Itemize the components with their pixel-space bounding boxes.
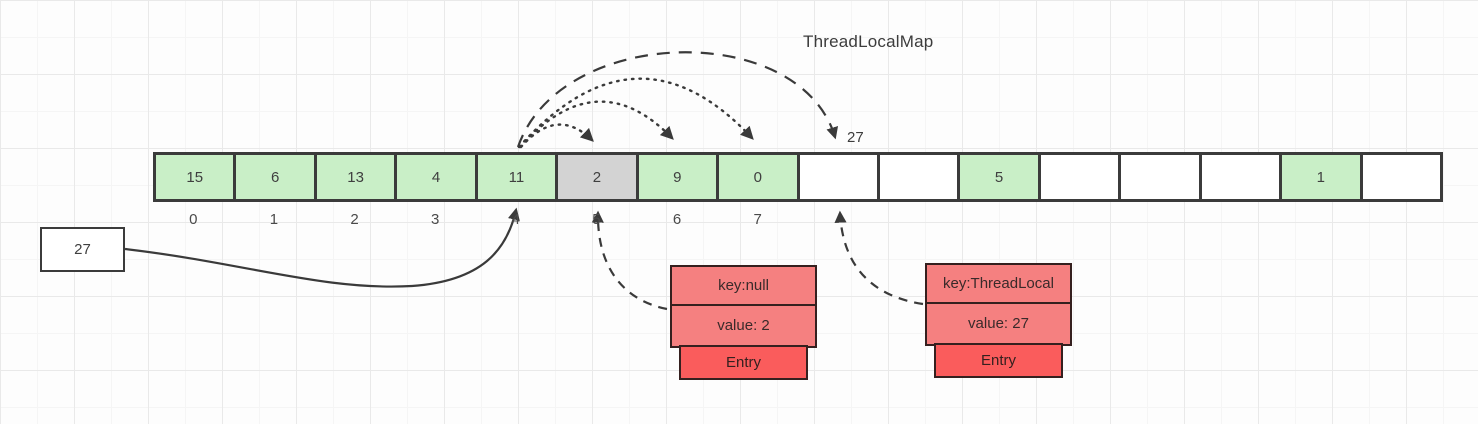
array-cell-15	[1359, 155, 1440, 199]
entry-threadlocal-value: value: 27	[925, 301, 1072, 346]
array-cell-1: 6	[233, 155, 314, 199]
array-cell-0: 15	[156, 155, 234, 199]
array-index-6: 6	[672, 211, 682, 228]
array-cell-14: 1	[1279, 155, 1360, 199]
array-index-3: 3	[431, 211, 440, 228]
array-index-1: 1	[269, 211, 279, 228]
value-box: 27	[40, 227, 125, 272]
array-index-5: 5	[592, 211, 601, 228]
entry-threadlocal-key: key:ThreadLocal	[925, 263, 1072, 304]
probe-arc-to-cell7	[517, 77, 754, 149]
array-index-10	[959, 211, 1040, 231]
array-cell-10: 5	[957, 155, 1038, 199]
array-index-9	[879, 211, 960, 231]
array-index-14	[1282, 211, 1363, 231]
index-row: 0 1 2 3 4 5 6 7	[153, 211, 1443, 231]
entry-null: key:null value: 2 Entry	[670, 265, 817, 380]
array-cell-6: 9	[635, 155, 717, 199]
array-cell-12	[1118, 155, 1199, 199]
array-cell-3: 4	[394, 155, 475, 199]
array-index-0: 0	[189, 211, 198, 228]
probe-arc-to-cell6	[518, 100, 674, 149]
array-cell-9	[876, 155, 958, 199]
array-cell-7: 0	[716, 155, 797, 199]
array-index-7: 7	[753, 211, 762, 228]
diagram-title: ThreadLocalMap	[803, 32, 934, 51]
array-cell-5: 2	[555, 155, 636, 199]
array-index-11	[1040, 211, 1121, 231]
array-cell-2: 13	[313, 155, 395, 199]
probe-count-label: 27	[847, 129, 864, 146]
probe-arc-to-cell5	[519, 123, 594, 149]
array-cell-4: 11	[474, 155, 556, 199]
array-cell-8	[796, 155, 877, 199]
array-cell-11	[1037, 155, 1119, 199]
array-index-2: 2	[350, 211, 359, 228]
entry-null-key: key:null	[670, 265, 817, 306]
array-index-4: 4	[511, 211, 520, 228]
array-cell-13	[1198, 155, 1280, 199]
array-index-12	[1121, 211, 1202, 231]
entry-threadlocal: key:ThreadLocal value: 27 Entry	[925, 263, 1072, 378]
entry-null-value: value: 2	[670, 303, 817, 348]
entry-threadlocal-tab: Entry	[934, 343, 1063, 378]
array-index-15	[1362, 211, 1443, 231]
array-index-13	[1201, 211, 1282, 231]
probe-arc-to-cell8	[516, 51, 839, 148]
array-index-8	[798, 211, 879, 231]
value-box-label: 27	[74, 241, 91, 258]
entry-null-tab: Entry	[679, 345, 808, 380]
